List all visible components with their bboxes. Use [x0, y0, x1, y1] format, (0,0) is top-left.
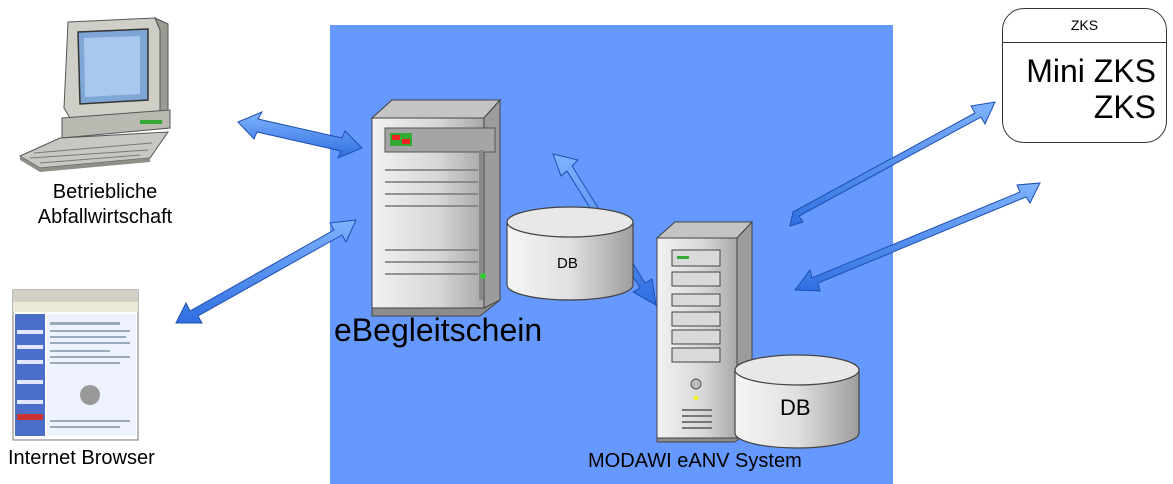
zks-line1: Mini ZKS [1026, 53, 1156, 89]
web-browser-screenshot-icon [12, 289, 139, 441]
pc-label-line1: Betriebliche [52, 181, 158, 203]
server-db-label: DB [557, 255, 578, 272]
arrow-browser-server [175, 219, 357, 324]
arrow-modawi-zks-lower [794, 182, 1041, 292]
server-label: eBegleitschein [334, 312, 543, 348]
modawi-label: MODAWI eANV System [588, 450, 802, 472]
arrow-modawi-zks-upper [789, 101, 996, 227]
pc-label-line2: Abfallwirtschaft [37, 206, 173, 228]
database-cylinder-icon-modawi [734, 354, 860, 449]
zks-card: ZKS Mini ZKS ZKS [1002, 8, 1167, 143]
arrow-pc-server [237, 110, 363, 159]
tower-server-icon [370, 98, 502, 317]
browser-label: Internet Browser [8, 447, 155, 469]
zks-line2: ZKS [1093, 89, 1156, 125]
desktop-computer-icon [18, 17, 171, 172]
modawi-db-label: DB [780, 395, 811, 420]
zks-header: ZKS [1003, 9, 1166, 43]
database-cylinder-icon [506, 206, 634, 301]
